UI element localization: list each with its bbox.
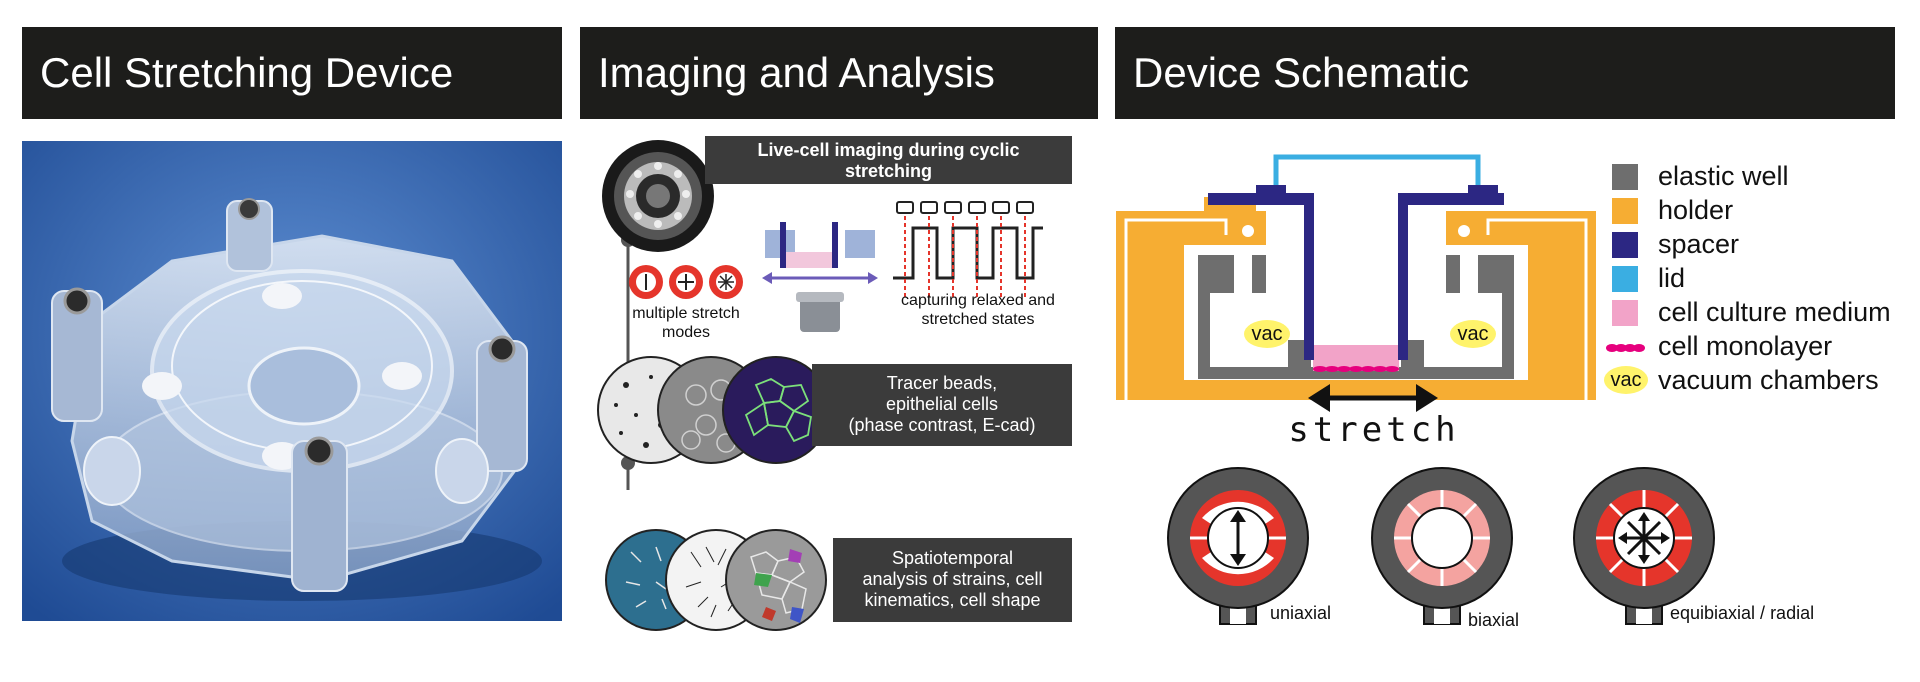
tracer-label-line1: Tracer beads,	[886, 373, 998, 393]
legend-label: vacuum chambers	[1658, 365, 1879, 395]
legend-swatch	[1612, 300, 1638, 326]
mode-label-equibiaxial: equibiaxial / radial	[1670, 603, 1815, 623]
legend-label: cell monolayer	[1658, 331, 1833, 361]
legend-swatch	[1612, 266, 1638, 292]
device-photo	[22, 141, 562, 621]
legend-label: cell culture medium	[1658, 297, 1891, 327]
legend-label: spacer	[1658, 229, 1740, 259]
legend-item-elastic-well: elastic well	[1602, 160, 1920, 194]
mini-device-schematic	[762, 222, 878, 332]
vac-legend-badge: vac	[1604, 366, 1648, 394]
imaging-panel-title: Imaging and Analysis	[580, 27, 1098, 119]
microscope-objective-image	[602, 140, 714, 252]
equibiaxial-well	[1573, 467, 1715, 625]
legend-item-medium: cell culture medium	[1602, 296, 1920, 330]
device-panel-title: Cell Stretching Device	[22, 27, 562, 119]
capture-label: capturing relaxed and stretched states	[901, 292, 1055, 328]
analysis-label-line2: analysis of strains, cell	[862, 569, 1043, 589]
legend-item-lid: lid	[1602, 262, 1920, 296]
live-imaging-label: Live-cell imaging during cyclic stretchi…	[705, 136, 1072, 184]
stretch-label: stretch	[1288, 410, 1460, 450]
analysis-images	[605, 529, 827, 631]
monolayer-swatch	[1606, 344, 1645, 352]
legend-label: elastic well	[1658, 161, 1789, 191]
modes-label: multiple stretch modes	[632, 305, 740, 341]
legend-swatch	[1612, 198, 1638, 224]
analysis-label-line3: kinematics, cell shape	[864, 590, 1041, 610]
vac-badge-left: vac	[1244, 320, 1290, 348]
legend-item-holder: holder	[1602, 194, 1920, 228]
biaxial-well	[1371, 467, 1513, 625]
stretch-arrow	[1308, 384, 1438, 412]
legend-item-spacer: spacer	[1602, 228, 1920, 262]
vac-badge-right: vac	[1450, 320, 1496, 348]
legend-item-monolayer: cell monolayer	[1602, 330, 1920, 364]
mode-label-uniaxial: uniaxial	[1270, 603, 1332, 623]
tracer-label-line2: epithelial cells	[885, 394, 999, 414]
device-cross-section	[1116, 154, 1596, 400]
stretch-mode-icons	[629, 265, 743, 299]
analysis-label-line1: Spatiotemporal	[891, 548, 1014, 568]
legend-label: holder	[1658, 195, 1734, 225]
tracer-images	[597, 356, 830, 464]
legend-swatch	[1612, 164, 1638, 190]
legend-swatch	[1612, 232, 1638, 258]
legend-item-vacuum: vac vacuum chambers	[1602, 364, 1920, 398]
mode-label-biaxial: biaxial	[1468, 610, 1520, 630]
uniaxial-well	[1167, 467, 1309, 625]
capture-waveform	[893, 201, 1043, 298]
analysis-label: Spatiotemporal analysis of strains, cell…	[833, 538, 1072, 622]
tracer-label: Tracer beads, epithelial cells (phase co…	[812, 364, 1072, 446]
tracer-label-line3: (phase contrast, E-cad)	[848, 415, 1036, 435]
legend-label: lid	[1658, 263, 1686, 293]
schematic-panel-title: Device Schematic	[1115, 27, 1895, 119]
